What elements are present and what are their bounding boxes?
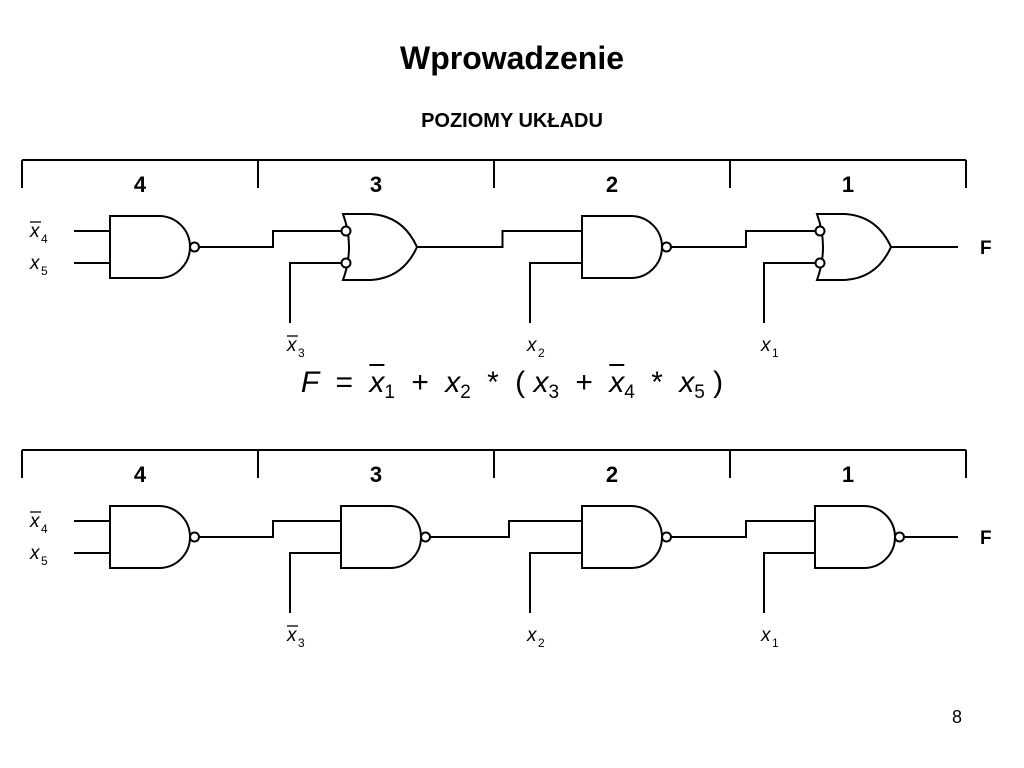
input-variable: x — [760, 625, 772, 646]
eq-equals: = — [335, 366, 354, 399]
input-variable: x — [760, 335, 772, 356]
eq-multiply: * — [487, 366, 499, 399]
input-variable: x — [29, 221, 41, 242]
gate-body — [581, 215, 663, 279]
output-bubble — [189, 531, 200, 543]
level-label: 1 — [842, 172, 854, 197]
eq-term-x3: x3 — [533, 366, 560, 403]
eq-multiply: * — [651, 366, 663, 399]
eq-plus: + — [575, 366, 593, 399]
gate-body — [815, 213, 893, 281]
input-variable: x — [286, 335, 298, 356]
inter-gate-wire — [199, 230, 341, 248]
input-variable: x — [286, 625, 298, 646]
level-label: 2 — [606, 462, 618, 487]
inter-gate-wire — [671, 520, 815, 538]
gate-body — [109, 505, 191, 569]
gate-body — [109, 215, 191, 279]
eq-term-x5: x5 — [679, 366, 705, 403]
inter-gate-wire — [430, 520, 582, 538]
input-subscript: 1 — [772, 636, 779, 650]
side-input-wire — [289, 262, 341, 323]
nand-gate — [340, 505, 431, 569]
nand-gate — [581, 505, 672, 569]
input-variable: x — [29, 253, 41, 274]
level-label: 3 — [370, 462, 382, 487]
output-label-F: F — [980, 238, 992, 259]
input-bubble — [340, 225, 352, 237]
input-variable: x — [526, 625, 538, 646]
slide-title: Wprowadzenie — [399, 40, 624, 76]
nand-gate — [109, 215, 200, 279]
side-input-wire — [763, 552, 815, 613]
input-subscript: 1 — [772, 346, 779, 360]
input-bubble — [814, 225, 826, 237]
side-input-wire — [763, 262, 815, 323]
eq-lparen: ( — [515, 366, 526, 399]
input-subscript: 5 — [41, 264, 48, 278]
input-bubble — [340, 257, 352, 269]
inter-gate-wire — [417, 230, 582, 248]
level-label: 1 — [842, 462, 854, 487]
input-subscript: 2 — [538, 636, 545, 650]
input-variable: x — [526, 335, 538, 356]
output-bubble — [189, 241, 200, 253]
output-bubble — [420, 531, 431, 543]
gate-body — [340, 505, 422, 569]
level-label: 4 — [134, 172, 147, 197]
eq-term-x2: x2 — [445, 366, 471, 403]
inter-gate-wire — [199, 520, 341, 538]
output-bubble — [661, 241, 672, 253]
side-input-wire — [529, 262, 582, 323]
input-bubble — [814, 257, 826, 269]
gate-body — [581, 505, 663, 569]
eq-lhs: F — [300, 366, 320, 399]
input-subscript: 4 — [41, 522, 48, 536]
output-label-F: F — [980, 528, 992, 549]
input-subscript: 4 — [41, 232, 48, 246]
level-label: 2 — [606, 172, 618, 197]
nand-gate — [814, 505, 905, 569]
input-variable: x — [29, 543, 41, 564]
circuit-equation: F = x1 + x2 * ( x3 + x4 * x5 ) — [0, 366, 1024, 404]
eq-rparen: ) — [713, 366, 724, 399]
gate-body — [814, 505, 896, 569]
side-input-wire — [529, 552, 582, 613]
level-label: 3 — [370, 172, 382, 197]
nand-gate — [581, 215, 672, 279]
output-bubble — [894, 531, 905, 543]
eq-term-x4: x4 — [609, 366, 635, 403]
side-input-wire — [289, 552, 341, 613]
nand-gate — [109, 505, 200, 569]
eq-plus: + — [411, 366, 429, 399]
negated-input-or-gate — [340, 213, 419, 281]
input-subscript: 3 — [298, 636, 305, 650]
level-label: 4 — [134, 462, 147, 487]
eq-term-x1: x1 — [369, 366, 395, 403]
input-subscript: 5 — [41, 554, 48, 568]
input-subscript: 2 — [538, 346, 545, 360]
slide-subtitle: POZIOMY UKŁADU — [421, 110, 603, 132]
page-number: 8 — [951, 707, 962, 727]
input-subscript: 3 — [298, 346, 305, 360]
negated-input-or-gate — [814, 213, 893, 281]
input-variable: x — [29, 511, 41, 532]
inter-gate-wire — [671, 230, 815, 248]
gate-body — [341, 213, 419, 281]
output-bubble — [661, 531, 672, 543]
